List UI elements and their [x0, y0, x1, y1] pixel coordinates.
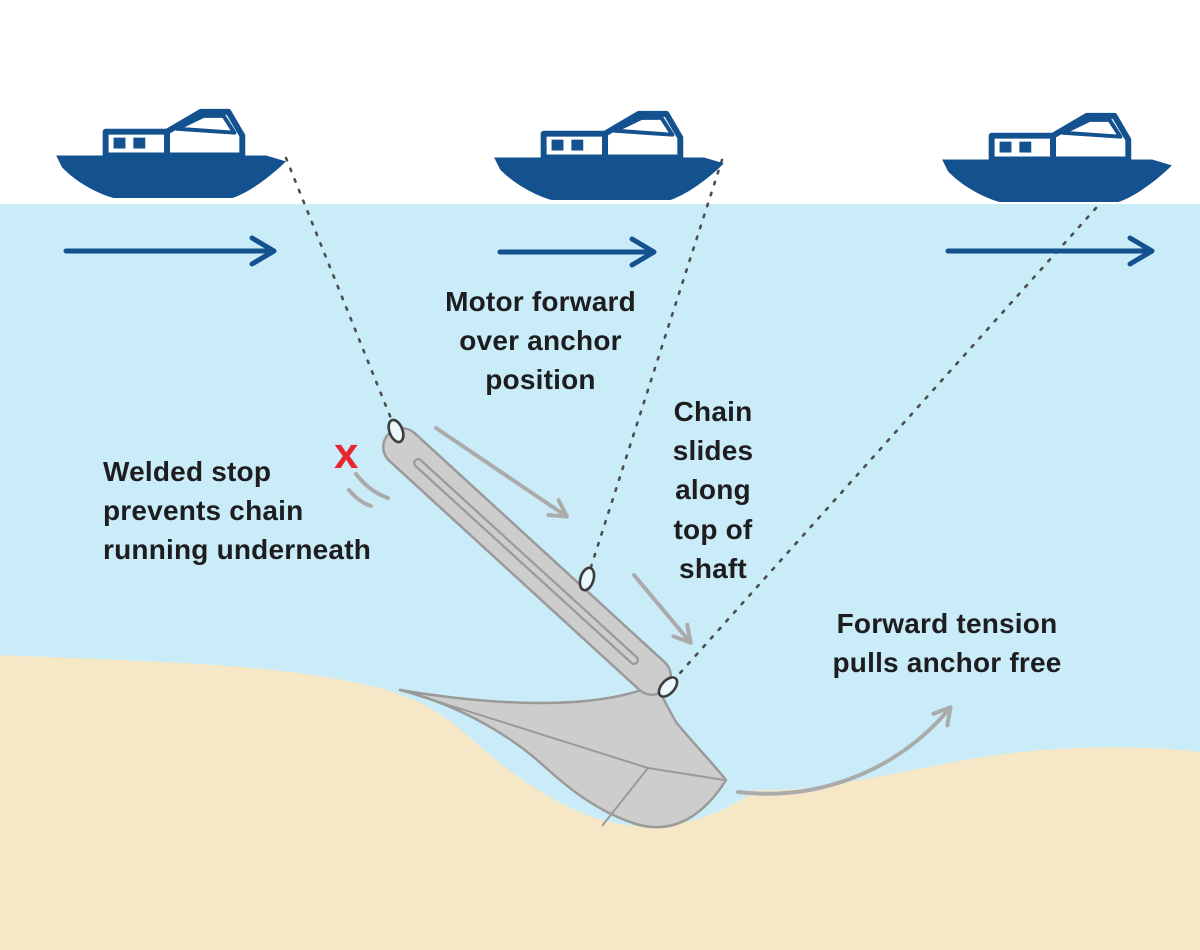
welded-stop-mark	[354, 472, 390, 500]
pull-free-arrow-icon	[736, 705, 953, 796]
chain-slides-label: Chain slides along top of shaft	[672, 396, 754, 584]
welded-stop-mark	[347, 488, 373, 508]
chain-slide-arrow-icon	[434, 426, 569, 519]
anchor-fold-line	[403, 690, 649, 769]
motor-forward-label: Motor forward over anchor position	[445, 286, 636, 396]
seabed-sand	[0, 655, 1200, 950]
anchor-shaft-slot-fill	[415, 460, 637, 663]
boat-icon	[494, 114, 724, 200]
anchor-fold-line	[601, 767, 649, 827]
blocked-x-marker: x	[334, 429, 359, 478]
anchor-fluke	[398, 682, 728, 829]
anchor-rode-line	[587, 158, 724, 575]
chain-link-icon	[578, 566, 596, 592]
forward-tension-label: Forward tension pulls anchor free	[832, 608, 1062, 679]
boat-icon	[56, 112, 286, 198]
anchor-rode-line	[670, 206, 1098, 684]
chain-slide-arrow-icon	[632, 573, 693, 645]
anchor-fold-line	[647, 767, 725, 781]
chain-link-icon	[657, 676, 679, 698]
anchor-icon	[347, 427, 728, 829]
chain-link-icon	[387, 418, 405, 444]
welded-stop-label: Welded stop prevents chain running under…	[103, 456, 372, 566]
boat-icon	[942, 116, 1172, 202]
anchor-rode-line	[284, 156, 396, 428]
